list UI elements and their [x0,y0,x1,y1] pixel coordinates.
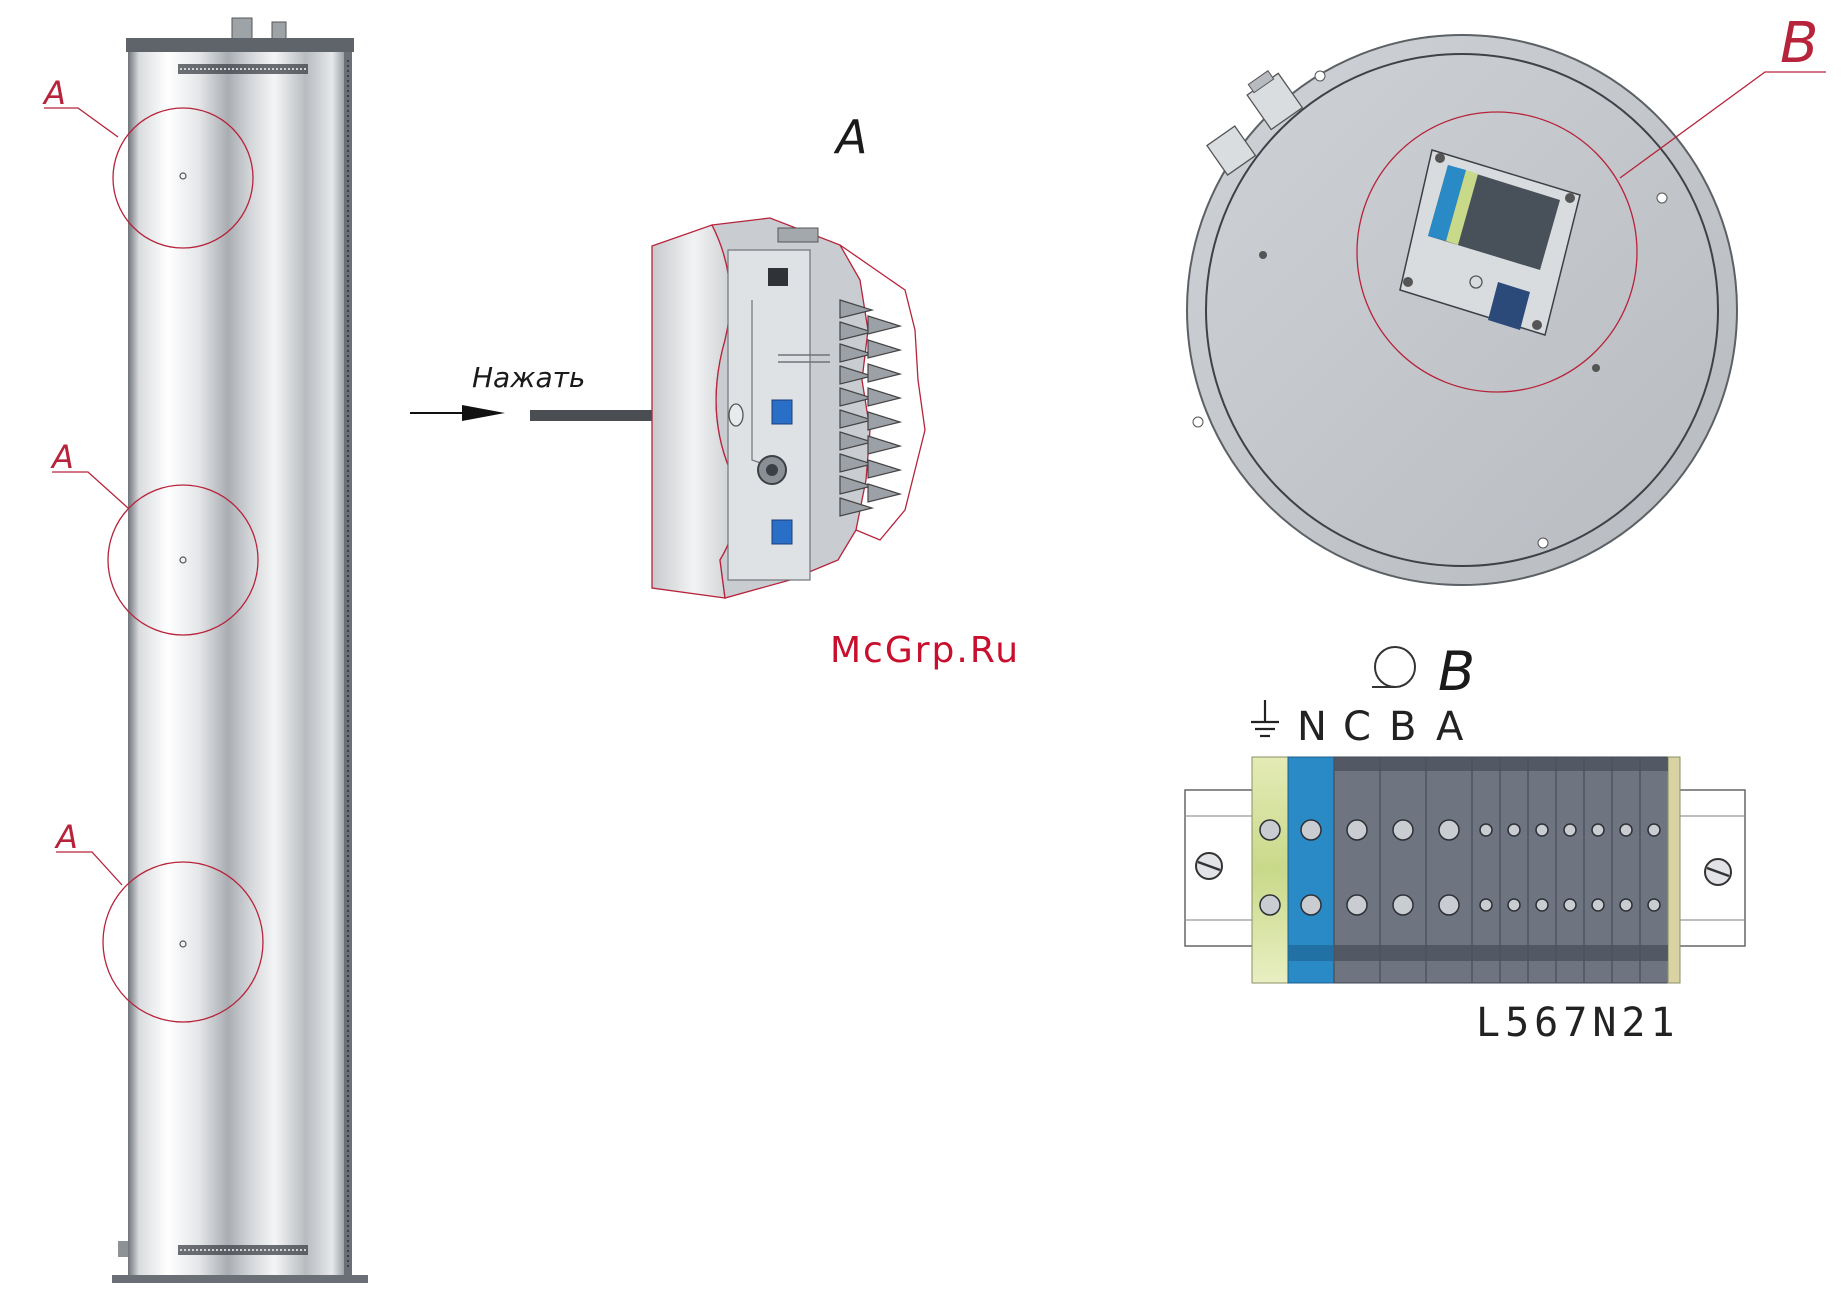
callout-label: A [54,818,78,856]
column-unit: A A A [42,18,368,1283]
screw [1592,364,1600,372]
callout-label: A [50,438,74,476]
mount-hole [1315,71,1325,81]
terminal-end-cap [1668,757,1680,983]
column-top-cap [126,38,354,52]
top-connector [272,22,286,40]
rail-screw [1196,853,1222,879]
terminal-label: A [1436,704,1464,750]
detail-b-title: B [1438,640,1475,703]
blue-clip [772,520,792,544]
arrow-head-icon [462,405,505,421]
mount-hole [1193,417,1203,427]
blue-clip [772,400,792,424]
mount-hole [1538,538,1548,548]
part-number: L567N21 [1476,1000,1680,1046]
rotate-view-icon [1372,647,1415,687]
top-view: B [1187,11,1826,585]
press-label: Нажать [472,361,585,394]
screw [1259,251,1267,259]
column-base-foot [118,1241,128,1257]
top-bracket [778,228,818,242]
column-base [112,1275,368,1283]
column-body [128,52,350,1277]
rail-screw [1705,859,1731,885]
callout-label: A [42,74,66,112]
ground-icon [1251,700,1279,736]
watermark: McGrp.Ru [830,630,1020,671]
terminal-ground [1252,757,1288,983]
mount-hole [1657,193,1667,203]
top-connector [232,18,252,40]
detail-a: A Нажать [410,110,925,598]
callout-label: B [1780,11,1818,76]
terminal-label: N [1297,704,1327,750]
button-pin [729,404,743,426]
terminal-block [1252,757,1680,983]
terminal-label: B [1389,704,1416,750]
detail-a-title: A [833,110,867,164]
switch-knob [768,268,788,286]
detail-b: B N C B A [1185,640,1745,1046]
terminal-label: C [1343,704,1371,750]
